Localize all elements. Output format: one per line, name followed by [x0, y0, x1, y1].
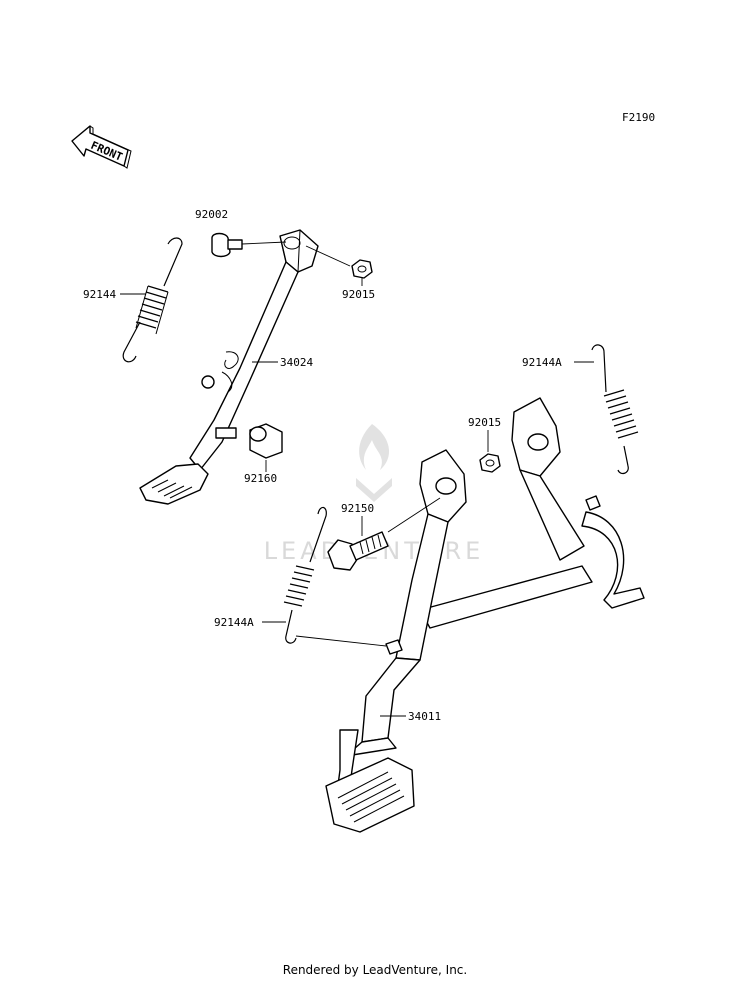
label-92015-lower: 92015	[468, 416, 501, 429]
bolt-92002	[211, 232, 243, 258]
label-34011: 34011	[408, 710, 441, 723]
spring-92144	[122, 237, 183, 363]
label-92144: 92144	[83, 288, 116, 301]
label-92144A-right: 92144A	[522, 356, 562, 369]
spring-92144A-left	[283, 506, 327, 644]
label-92002: 92002	[195, 208, 228, 221]
label-92144A-left: 92144A	[214, 616, 254, 629]
label-34024: 34024	[280, 356, 313, 369]
watermark-chevron-icon	[356, 478, 392, 502]
nut-92015-lower	[479, 453, 501, 473]
footer-credit: Rendered by LeadVenture, Inc.	[282, 963, 468, 977]
center-stand-34011	[325, 397, 645, 833]
nut-92015-upper	[351, 259, 373, 279]
leader-lines	[120, 241, 594, 717]
label-92150: 92150	[341, 502, 374, 515]
watermark-flame-icon	[359, 424, 390, 470]
spring-92144A-right	[591, 344, 639, 475]
label-92015-upper: 92015	[342, 288, 375, 301]
bolt-92150	[327, 531, 389, 571]
collar-92160	[249, 423, 283, 459]
label-92160: 92160	[244, 472, 277, 485]
front-arrow-icon: FRONT	[71, 125, 132, 169]
side-stand-34024	[139, 229, 319, 505]
figure-code: F2190	[622, 111, 655, 124]
